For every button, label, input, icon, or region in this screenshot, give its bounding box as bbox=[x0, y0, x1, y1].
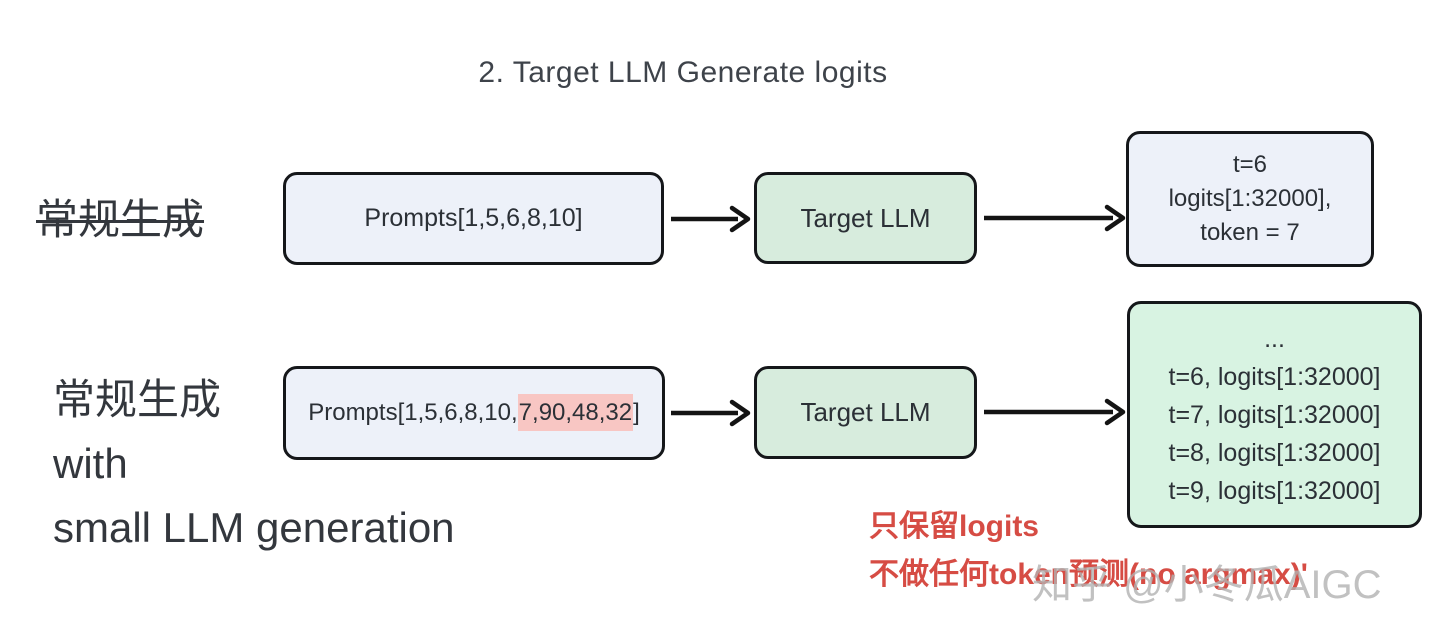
row2-label-line: with bbox=[53, 440, 128, 487]
row1-output-box: t=6 logits[1:32000], token = 7 bbox=[1126, 131, 1374, 267]
annotation-no-argmax: 不做任何token预测(no argmax)' bbox=[869, 558, 1308, 591]
row2-output-line: t=7, logits[1:32000] bbox=[1168, 400, 1381, 429]
flow-arrow-icon bbox=[671, 399, 751, 427]
flow-arrow-icon bbox=[984, 398, 1126, 426]
row2-output-box: ... t=6, logits[1:32000] t=7, logits[1:3… bbox=[1127, 301, 1422, 528]
row2-label-line: small LLM generation bbox=[53, 504, 455, 551]
row2-target-llm-box: Target LLM bbox=[754, 366, 977, 459]
row2-output-line: t=9, logits[1:32000] bbox=[1168, 476, 1381, 505]
row2-prompt-prefix: Prompts[1,5,6,8,10, bbox=[308, 399, 518, 426]
row2-label-line: 常规生成 bbox=[53, 376, 222, 423]
row2-target-llm-label: Target LLM bbox=[800, 397, 931, 427]
row1-output-line: logits[1:32000], bbox=[1168, 185, 1332, 212]
row2-prompt-drafted-tokens-highlight: 7,90,48,32 bbox=[517, 394, 634, 431]
row1-output-line: token = 7 bbox=[1200, 219, 1300, 246]
row2-prompt-text: Prompts[1,5,6,8,10,7,90,48,32] bbox=[308, 394, 640, 431]
row2-label: 常规生成 with small LLM generation bbox=[53, 368, 455, 560]
row1-prompt-box: Prompts[1,5,6,8,10] bbox=[283, 172, 664, 265]
row1-label: 常规生成 bbox=[36, 196, 205, 243]
row2-output-line: t=8, logits[1:32000] bbox=[1168, 438, 1381, 467]
row2-output-line: t=6, logits[1:32000] bbox=[1168, 362, 1381, 391]
row1-output-line: t=6 bbox=[1232, 151, 1268, 178]
row2-prompt-box: Prompts[1,5,6,8,10,7,90,48,32] bbox=[283, 366, 665, 460]
row2-output-line: ... bbox=[1264, 324, 1285, 353]
zhihu-watermark: 知乎 @小冬瓜AIGC bbox=[1032, 563, 1382, 607]
row2-prompt-suffix: ] bbox=[633, 399, 640, 426]
row1-target-llm-label: Target LLM bbox=[800, 202, 931, 233]
diagram-title: 2. Target LLM Generate logits bbox=[478, 56, 888, 89]
row1-target-llm-box: Target LLM bbox=[754, 172, 977, 264]
flow-arrow-icon bbox=[671, 205, 751, 233]
annotation-keep-logits: 只保留logits bbox=[869, 510, 1039, 543]
flow-arrow-icon bbox=[984, 204, 1126, 232]
row1-prompt-text: Prompts[1,5,6,8,10] bbox=[364, 204, 583, 232]
